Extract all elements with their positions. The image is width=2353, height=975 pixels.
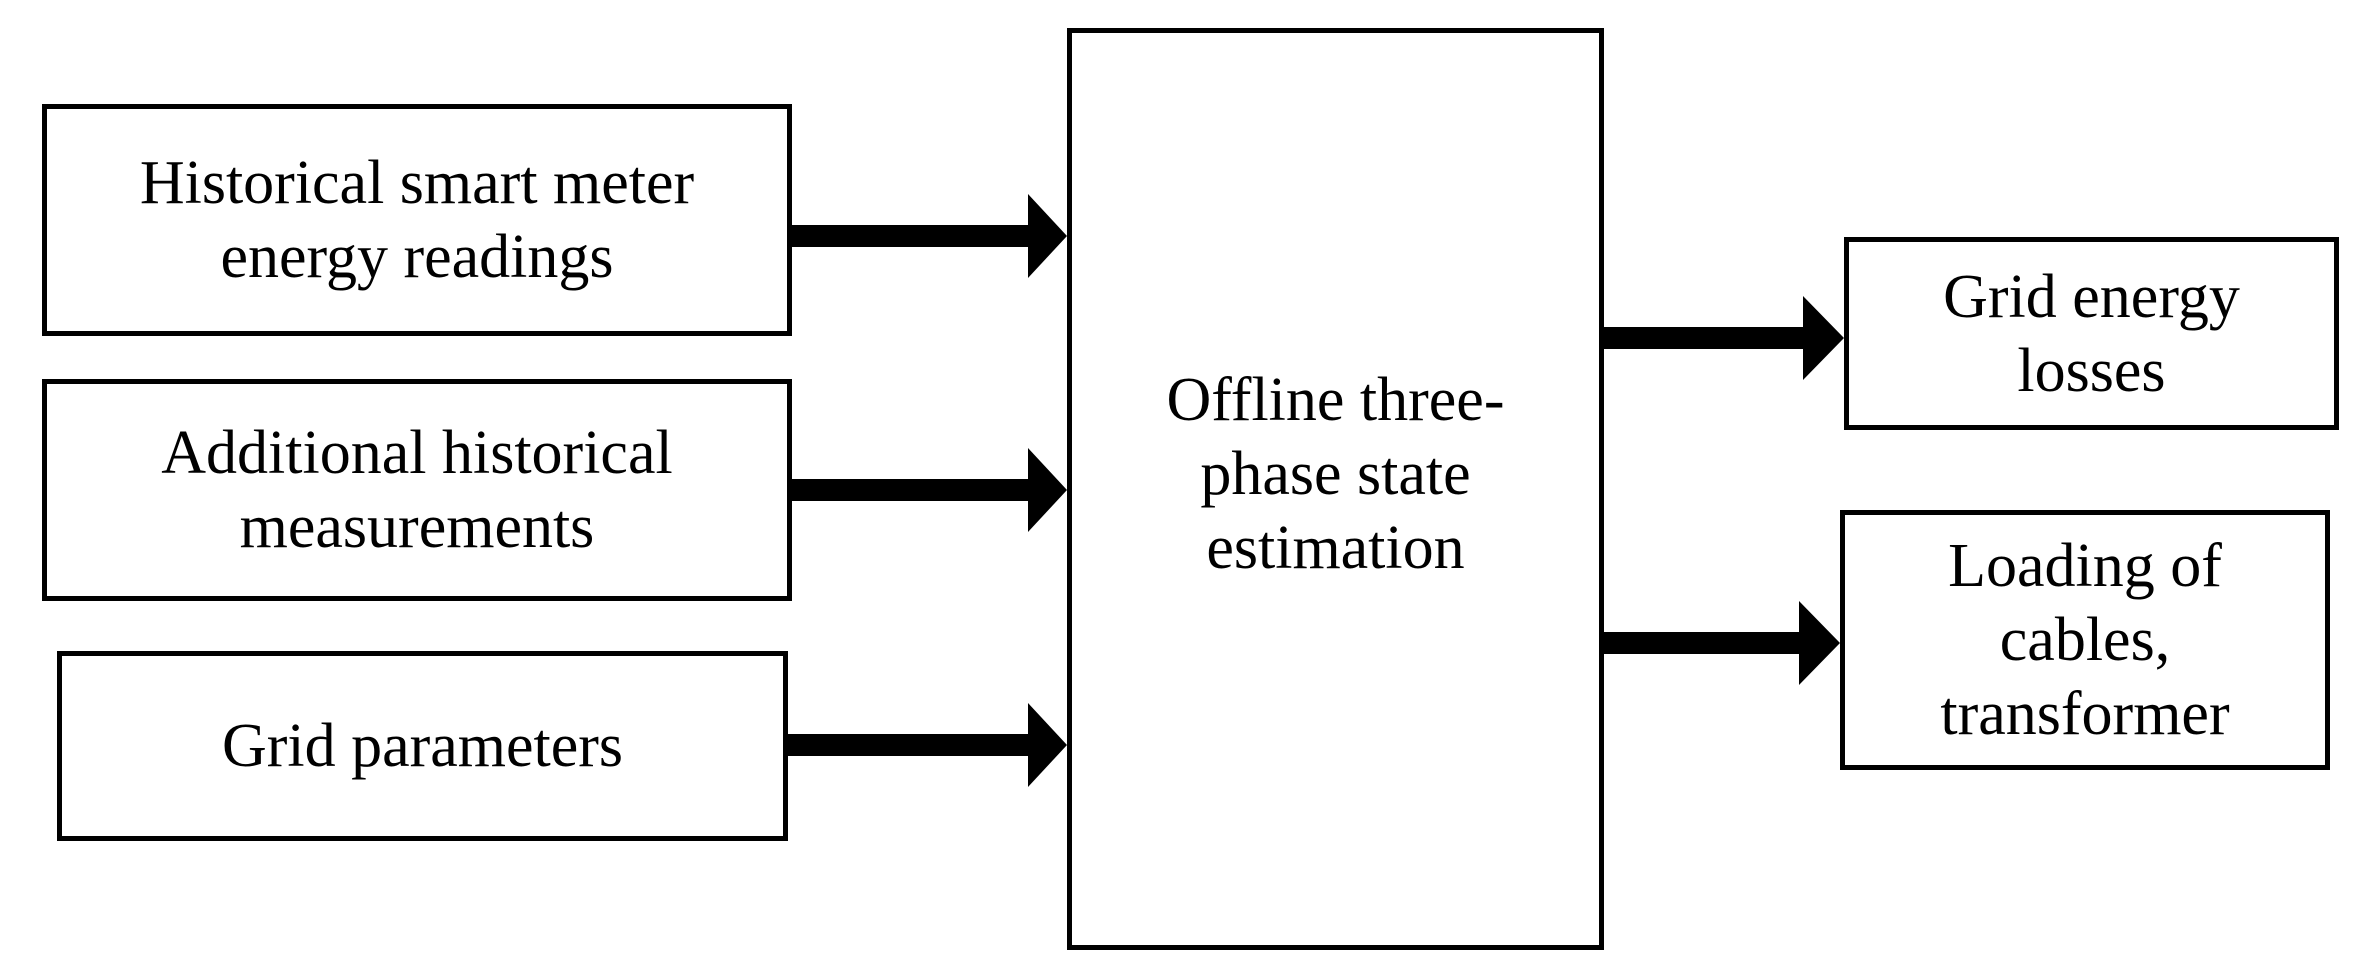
arrow-input-3 <box>788 703 1067 787</box>
process-label: Offline three- phase state estimation <box>1166 366 1505 582</box>
input-box-grid-parameters: Grid parameters <box>57 651 788 841</box>
input-label: Historical smart meter energy readings <box>139 149 695 291</box>
process-box-state-estimation: Offline three- phase state estimation <box>1067 28 1604 950</box>
output-label: Loading of cables, transformer <box>1940 532 2230 748</box>
input-box-smart-meter-readings: Historical smart meter energy readings <box>42 104 792 336</box>
arrow-output-1 <box>1604 296 1844 380</box>
input-label: Additional historical measurements <box>161 419 673 561</box>
output-box-loading: Loading of cables, transformer <box>1840 510 2330 770</box>
arrow-input-1 <box>792 194 1067 278</box>
input-label: Grid parameters <box>221 712 624 780</box>
input-box-additional-measurements: Additional historical measurements <box>42 379 792 601</box>
arrow-input-2 <box>792 448 1067 532</box>
output-label: Grid energy losses <box>1943 262 2240 405</box>
arrow-output-2 <box>1604 601 1840 685</box>
output-box-grid-energy-losses: Grid energy losses <box>1844 237 2339 430</box>
